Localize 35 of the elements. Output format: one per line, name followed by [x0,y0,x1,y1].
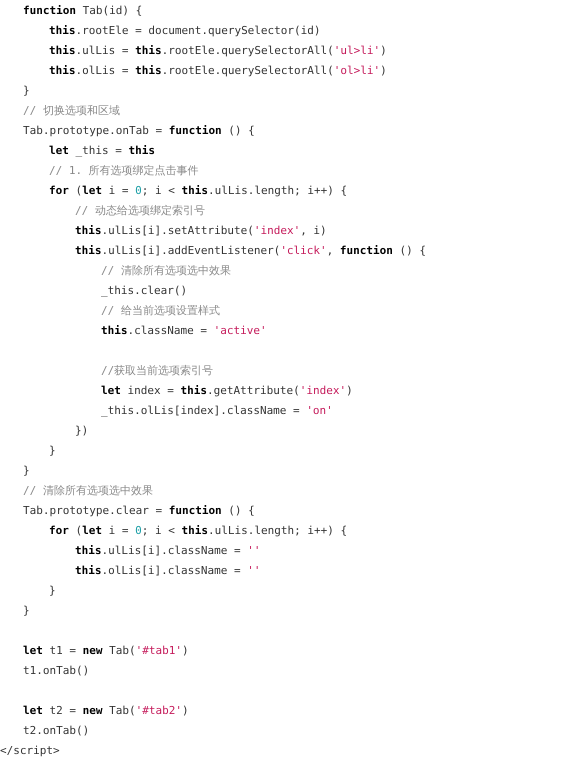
code-line: }) [75,424,88,438]
code-comment: // 动态给选项绑定索引号 [75,204,205,218]
code-line: let t1 = new Tab('#tab1') [23,644,189,658]
code-line: let index = this.getAttribute('index') [101,384,353,398]
code-comment: // 清除所有选项选中效果 [23,484,153,498]
code-line: for (let i = 0; i < this.ulLis.length; i++) { [49,524,348,538]
code-line: this.ulLis = this.rootEle.querySelectorAll('ul>li') [49,44,387,58]
code-line: this.olLis[i].className = '' [75,564,260,578]
code-line: this.rootEle = document.querySelector(id) [49,24,321,38]
code-comment: //获取当前选项索引号 [101,364,214,378]
code-comment: // 1. 所有选项绑定点击事件 [49,164,199,178]
code-line: this.className = 'active' [101,324,267,338]
code-line: this.ulLis[i].className = '' [75,544,260,558]
code-line: t1.onTab() [23,664,90,678]
code-line: } [23,604,30,618]
code-line: _this.olLis[index].className = 'on' [101,404,333,418]
code-line: } [23,464,30,478]
code-comment: // 清除所有选项选中效果 [101,264,231,278]
code-line: let t2 = new Tab('#tab2') [23,704,189,718]
code-line: function Tab(id) { [23,4,142,18]
code-line: } [49,444,56,458]
code-line: this.ulLis[i].addEventListener('click', function () { [75,244,426,258]
code-line: let _this = this [49,144,155,158]
code-line: } [23,84,30,98]
code-line: } [49,584,56,598]
code-line: for (let i = 0; i < this.ulLis.length; i++) { [49,184,348,198]
code-comment: // 切换选项和区域 [23,104,120,118]
code-line: _this.clear() [101,284,188,298]
code-comment: // 给当前选项设置样式 [101,304,220,318]
code-line: </script> [0,744,60,758]
code-line: this.olLis = this.rootEle.querySelectorAll('ol>li') [49,64,387,78]
code-line: Tab.prototype.onTab = function () { [23,124,255,138]
code-line: this.ulLis[i].setAttribute('index', i) [75,224,327,238]
code-line: Tab.prototype.clear = function () { [23,504,255,518]
code-line: t2.onTab() [23,724,90,738]
